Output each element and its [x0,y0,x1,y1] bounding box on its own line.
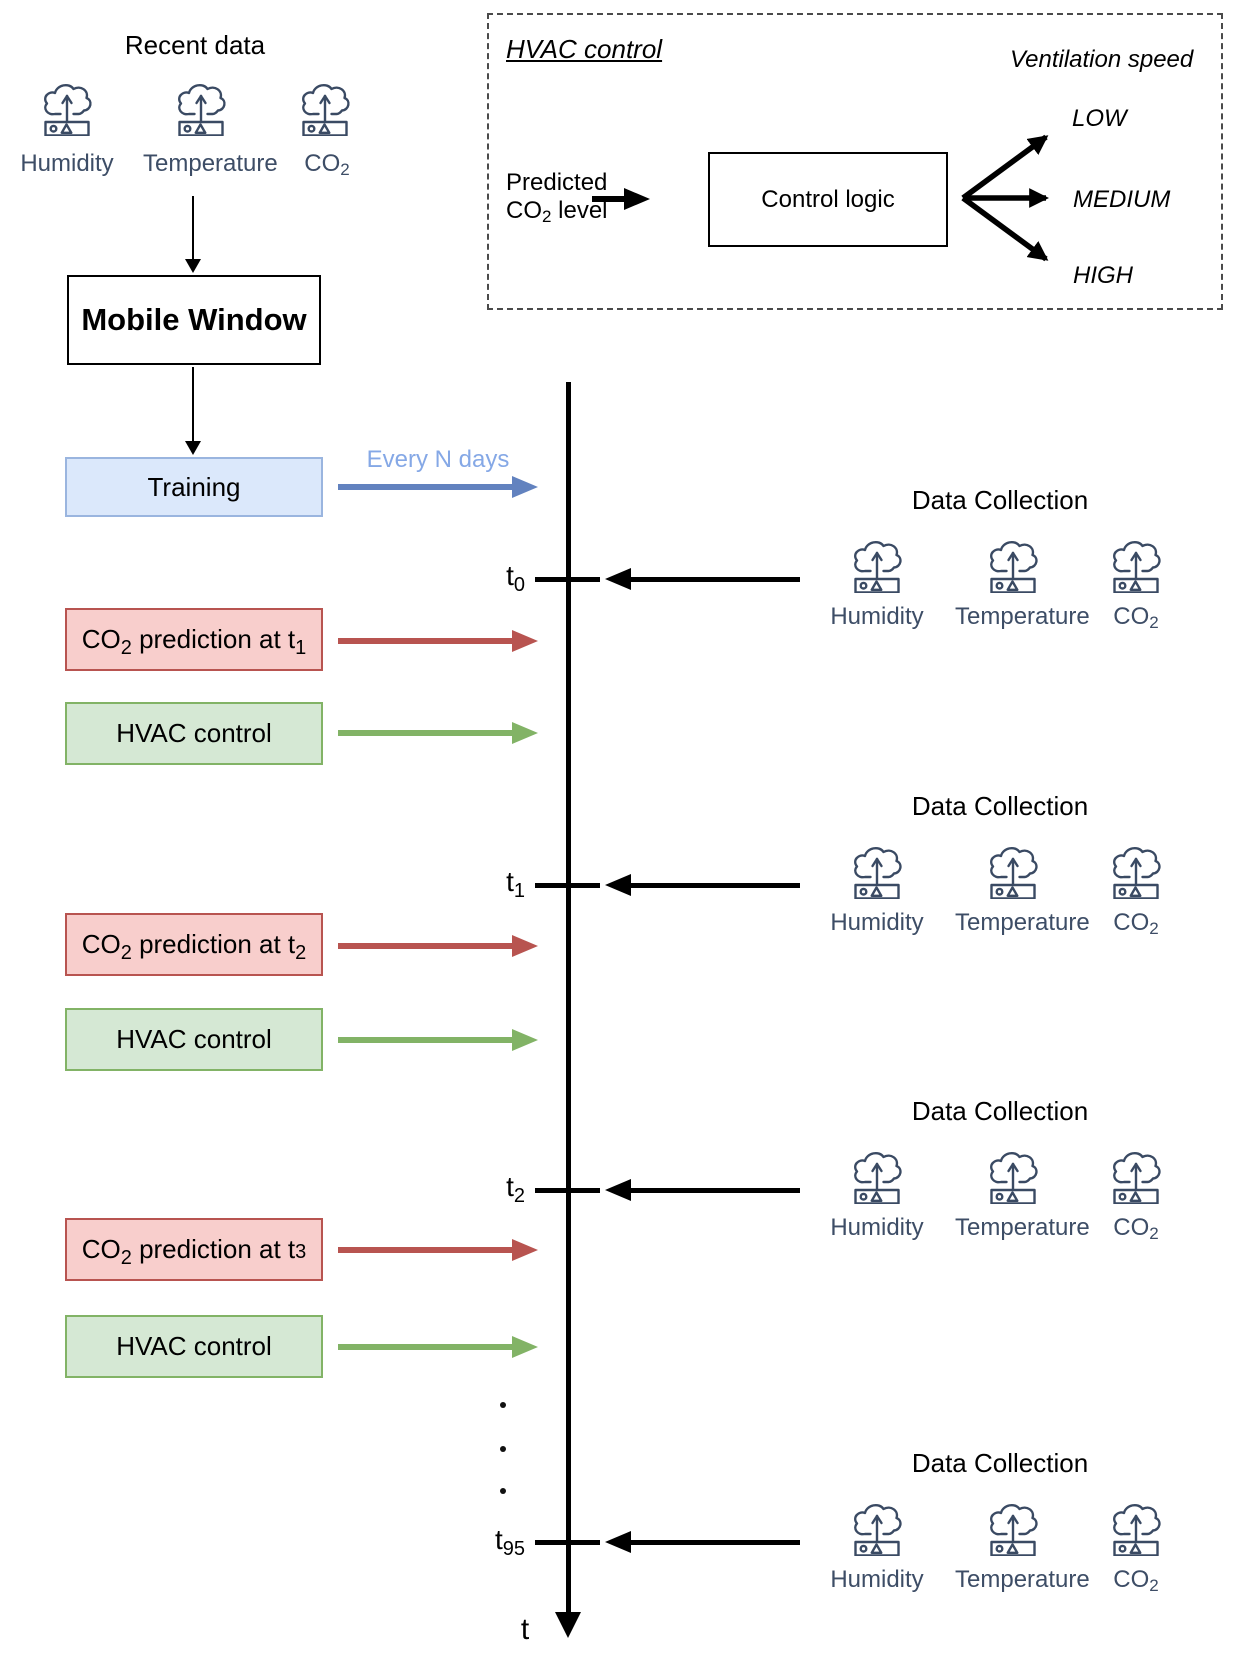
prediction-t1-arrow [338,630,538,652]
data-collection-arrow-t1 [605,874,800,896]
hvac-control-panel [487,13,1223,310]
data-collection-heading: Data Collection [911,1096,1089,1126]
co2-prediction-t1-box: CO2 prediction at t1 [65,608,323,671]
tick-label-t2: t2 [506,1171,525,1207]
temperature-label: Temperature [955,1214,1090,1241]
co2-label: CO2 [1113,1214,1159,1243]
hvac-control-arrow-3 [338,1336,538,1358]
co2-prediction-t2-box: CO2 prediction at t2 [65,913,323,976]
prediction-t3-arrow [338,1239,538,1261]
temperature-sensor-icon [178,83,226,136]
co2-sensor-icon [1113,540,1161,593]
co2-sensor-icon [1113,1503,1161,1556]
recent-data-to-mobile-window-arrow [185,196,201,273]
tick-label-t95: t95 [494,1524,525,1560]
co2-sensor-icon [1113,1151,1161,1204]
temperature-sensor-icon [990,540,1038,593]
tick-label-t0: t0 [506,560,525,596]
ventilation-speed-label: Ventilation speed [1010,46,1194,73]
predicted-to-logic-arrow [592,188,650,210]
co2-sensor-icon [1113,846,1161,899]
data-collection-heading: Data Collection [911,791,1089,821]
co2-label: CO2 [1113,603,1159,632]
data-collection-heading: Data Collection [911,485,1089,515]
data-collection-heading: Data Collection [911,1448,1089,1478]
humidity-sensor-icon [854,540,902,593]
humidity-label: Humidity [830,1214,924,1241]
temperature-label: Temperature [955,909,1090,936]
tick-t2 [535,1188,600,1193]
hvac-control-arrow-1 [338,722,538,744]
temperature-label: Temperature [955,1566,1090,1593]
hvac-control-box-1: HVAC control [65,702,323,765]
co2-label: CO2 [1113,1566,1159,1595]
humidity-label: Humidity [830,603,924,630]
hvac-control-arrow-2 [338,1029,538,1051]
humidity-sensor-icon [854,846,902,899]
humidity-label: Humidity [830,1566,924,1593]
timeline-axis-arrowhead [555,1612,581,1638]
co2-label: CO2 [1113,909,1159,938]
timeline-axis [566,382,571,1615]
humidity-sensor-icon [854,1151,902,1204]
temperature-label: Temperature [955,603,1090,630]
hvac-control-box-2: HVAC control [65,1008,323,1071]
co2-sensor-icon [302,83,350,136]
prediction-t2-arrow [338,935,538,957]
recent-data-title: Recent data [124,30,266,60]
ventilation-low-label: LOW [1072,105,1127,132]
humidity-sensor-icon [854,1503,902,1556]
timeline-ellipsis-dot [500,1446,506,1452]
mobile-window-box: Mobile Window [67,275,321,365]
training-timeline-arrow [338,476,538,498]
tick-t0 [535,577,600,582]
temperature-sensor-icon [990,1151,1038,1204]
co2-prediction-t3-box: CO2 prediction at t3 [65,1218,323,1281]
data-collection-arrow-t2 [605,1179,800,1201]
mobile-window-to-training-arrow [185,367,201,455]
timeline-ellipsis-dot [500,1488,506,1494]
ventilation-medium-label: MEDIUM [1073,186,1171,213]
time-axis-label: t [520,1613,530,1646]
hvac-panel-title: HVAC control [506,34,663,64]
data-collection-arrow-t0 [605,568,800,590]
hvac-control-box-3: HVAC control [65,1315,323,1378]
temperature-label: Temperature [143,150,278,177]
control-logic-branch-arrows [961,134,1049,262]
timeline-ellipsis-dot [500,1402,506,1408]
every-n-days-label: Every N days [366,446,510,473]
co2-label: CO2 [304,150,350,179]
data-collection-arrow-t95 [605,1531,800,1553]
humidity-label: Humidity [830,909,924,936]
tick-label-t1: t1 [506,866,525,902]
temperature-sensor-icon [990,1503,1038,1556]
ventilation-high-label: HIGH [1073,262,1133,289]
temperature-sensor-icon [990,846,1038,899]
training-box: Training [65,457,323,517]
tick-t1 [535,883,600,888]
humidity-label: Humidity [20,150,114,177]
control-logic-box: Control logic [708,152,948,247]
humidity-sensor-icon [44,83,92,136]
tick-t95 [535,1540,600,1545]
